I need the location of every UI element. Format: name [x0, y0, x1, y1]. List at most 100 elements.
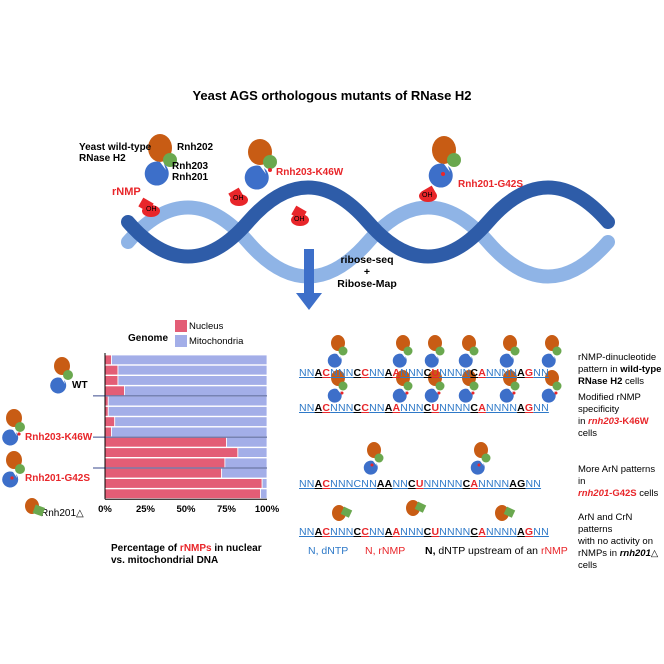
seq-1-char-8: A — [392, 402, 401, 414]
pattern-k46w-enzyme-4 — [499, 370, 520, 403]
pattern-wt-enzyme-3 — [458, 335, 479, 368]
desc-k46w-pre: in — [578, 416, 589, 427]
sequence-k46w: NNACNNNCCNNAANNNCUNNNNCANNNNAGNN — [299, 402, 549, 414]
subunit-rnh202-label: Rnh202 — [177, 142, 214, 153]
sequence-wt: NNACNNNCCNNAANNNCUNNNNCANNNNAGNN — [299, 367, 549, 379]
desc-wt: rNMP-dinucleotide pattern in wild-type R… — [578, 352, 661, 388]
desc-k46w: Modified rNMP specificity in rnh203-K46W… — [578, 392, 664, 440]
seq-1-char-18: NN — [533, 402, 549, 414]
seq-0-char-12: NNNN — [439, 367, 471, 379]
pattern-delta-enzyme-2 — [495, 505, 516, 521]
wt-label-line2: RNase H2 — [79, 153, 126, 164]
seq-0-char-11: U — [431, 367, 440, 379]
pattern-delta-enzyme-0 — [332, 505, 353, 521]
mutant-g42s-label: Rnh201-G42S — [458, 179, 524, 190]
seq-1-char-0: NN — [299, 402, 315, 414]
seq-3-char-10: C — [423, 526, 432, 538]
seq-2-char-7: C — [408, 478, 416, 490]
xtick-label-0: 0% — [98, 504, 112, 515]
xaxis-label-post: in nuclear — [211, 543, 262, 554]
xaxis-label-line1: Percentage of rNMPs in nuclear — [111, 543, 262, 554]
pattern-wt-enzyme-5 — [541, 335, 562, 368]
pattern-g42s-enzyme-1 — [470, 442, 491, 475]
arrow-text-3: Ribose-Map — [337, 278, 397, 290]
pattern-wt-enzyme-0 — [327, 335, 348, 368]
row-label-delta: Rnh201△ — [41, 508, 84, 519]
desc-delta-pre: rNMPs in — [578, 548, 620, 559]
desc-g42s-line1: More ArN patterns in — [578, 464, 656, 487]
seq-0-char-10: C — [423, 367, 432, 379]
subunit-rnh203-label: Rnh203 — [172, 161, 209, 172]
seq-3-char-12: NNNN — [439, 526, 471, 538]
seq-0-char-8: A — [392, 367, 401, 379]
seq-1-char-9: NNN — [400, 402, 424, 414]
bar-mitochondria-1 — [117, 364, 268, 376]
row-icon-k46w — [2, 409, 25, 446]
row-icon-g42s — [2, 451, 25, 488]
seq-2-char-3: NNNCNN — [330, 478, 377, 490]
seq-1-char-1: A — [314, 402, 323, 414]
desc-g42s: More ArN patterns in rnh201-G42S cells — [578, 464, 664, 500]
seq-0-char-4: C — [353, 367, 362, 379]
bar-mitochondria-5 — [107, 406, 268, 417]
oh-label-4: OH — [422, 192, 433, 199]
oh-label-2: OH — [233, 195, 244, 202]
desc-delta: ArN and CrN patterns with no activity on… — [578, 512, 664, 572]
seq-3-char-8: A — [392, 526, 401, 538]
seq-0-char-0: NN — [299, 367, 315, 379]
seq-1-char-10: C — [423, 402, 432, 414]
legend-nucleus-label: Nucleus — [189, 321, 224, 332]
seq-1-char-11: U — [431, 402, 440, 414]
seq-3-char-0: NN — [299, 526, 315, 538]
sequence-g42s: NNACNNNCNNAANNCUNNNNNCANNNNAGNN — [299, 478, 541, 490]
sequence-delta: NNACNNNCCNNAANNNCUNNNNCANNNNAGNN — [299, 526, 549, 538]
seq-2-char-2: C — [322, 478, 331, 490]
process-arrow-shaft — [304, 249, 314, 295]
desc-g42s-mut: -G42S — [609, 488, 637, 499]
legend-upstream: N, dNTP upstream of an rNMP — [425, 545, 568, 557]
seq-2-char-12: NNNN — [478, 478, 510, 490]
desc-wt-cells: cells — [622, 376, 645, 387]
seq-2-char-15: NN — [525, 478, 542, 490]
seq-0-char-1: A — [314, 367, 323, 379]
row-icon-wt — [50, 357, 73, 394]
bar-mitochondria-6 — [114, 416, 268, 427]
bar-mitochondria-9 — [237, 447, 268, 458]
seq-0-char-6: NN — [369, 367, 385, 379]
rnmp-marker-1 — [138, 197, 160, 217]
seq-2-char-1: A — [314, 478, 323, 490]
seq-1-char-2: C — [322, 402, 331, 414]
desc-g42s-post: cells — [636, 488, 659, 499]
seq-2-char-8: U — [415, 478, 424, 490]
pattern-k46w-enzyme-3 — [458, 370, 479, 403]
legend-mitochondria-label: Mitochondria — [189, 336, 244, 347]
seq-3-char-2: C — [322, 526, 331, 538]
seq-3-char-9: NNN — [400, 526, 424, 538]
xtick-label-4: 100% — [255, 504, 280, 515]
row-label-wt: WT — [72, 380, 88, 391]
xtick-label-3: 75% — [217, 504, 237, 515]
seq-2-char-14: G — [517, 478, 526, 490]
seq-3-char-5: C — [361, 526, 370, 538]
desc-wt-pre: pattern in — [578, 364, 621, 375]
seq-3-char-16: A — [517, 526, 525, 538]
dna-dark-strand — [121, 180, 615, 264]
enzyme-k46w-icon — [244, 139, 277, 190]
rnmp-marker-2 — [228, 187, 248, 206]
desc-wt-line2: pattern in wild-type — [578, 364, 661, 376]
pattern-wt-enzyme-1 — [392, 335, 413, 368]
seq-0-char-5: C — [361, 367, 370, 379]
desc-k46w-line2: in rnh203-K46W cells — [578, 416, 664, 440]
xaxis-label-red: rNMPs — [179, 543, 212, 554]
seq-1-char-7: A — [384, 402, 393, 414]
seq-3-char-6: NN — [369, 526, 385, 538]
seq-2-char-6: NN — [392, 478, 409, 490]
dna-light-strand — [121, 200, 615, 284]
desc-g42s-line2: rnh201-G42S cells — [578, 488, 664, 500]
wt-label-line1: Yeast wild-type — [79, 142, 152, 153]
mutant-k46w-label: Rnh203-K46W — [276, 167, 344, 178]
enzyme-g42s-icon — [428, 136, 461, 188]
desc-delta-gene: rnh201 — [619, 548, 651, 559]
bar-mitochondria-12 — [261, 478, 268, 489]
seq-1-char-13: C — [470, 402, 479, 414]
